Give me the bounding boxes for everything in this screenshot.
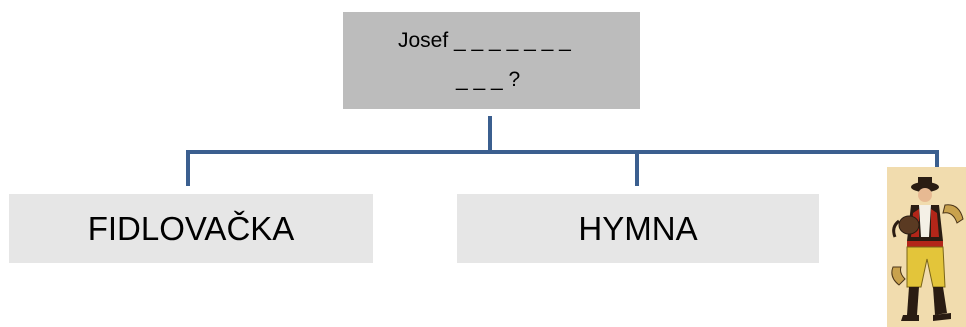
child-node-fidlovacka: FIDLOVAČKA [9,194,373,263]
root-line-2: _ _ _ ? [456,68,521,91]
child-label-fidlovacka: FIDLOVAČKA [87,209,295,247]
child-label-hymna: HYMNA [578,209,698,247]
bagpiper-figure-icon [887,167,966,327]
root-node: Josef _ _ _ _ _ _ _ _ _ _ ? [343,12,640,109]
root-line-1: Josef _ _ _ _ _ _ _ [398,29,571,52]
child-node-hymna: HYMNA [457,194,819,263]
